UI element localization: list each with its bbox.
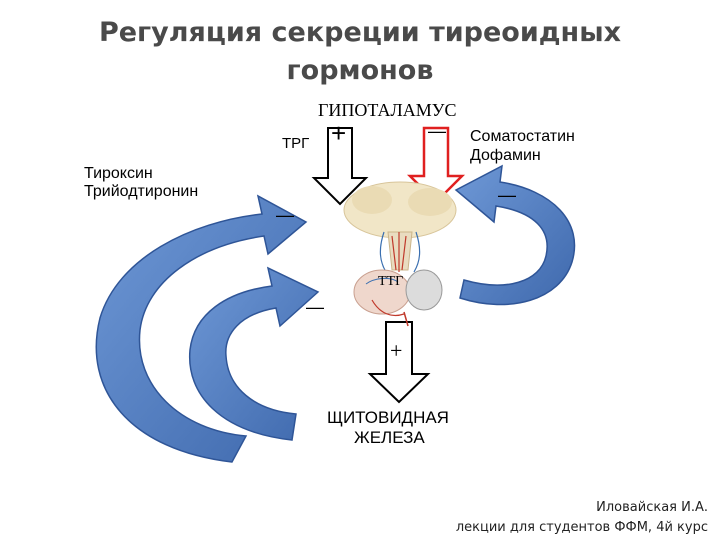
hypothalamus-label: ГИПОТАЛАМУС: [318, 100, 457, 120]
somatostatin-label: Соматостатин: [470, 128, 575, 145]
trg-label: ТРГ: [282, 135, 310, 152]
hypothalamus-minus-sign: —: [428, 121, 446, 141]
lower-left-minus-sign: —: [306, 297, 324, 317]
triiodothyronine-label: Трийодтиронин: [84, 183, 199, 200]
upper-left-minus-sign: —: [276, 205, 294, 225]
ttg-label: ТТГ: [378, 274, 404, 289]
lecture-credit: лекции для студентов ФФМ, 4й курс: [455, 520, 708, 535]
thyroid-label-line-1: ЩИТОВИДНАЯ: [327, 408, 449, 427]
title-line-2: гормонов: [286, 55, 434, 86]
thyroxine-label: Тироксин: [84, 165, 153, 182]
ttg-down-arrow: [367, 321, 431, 404]
slide-title: Регуляция секреции тиреоидных гормонов: [0, 14, 720, 90]
trg-down-arrow: [311, 127, 369, 206]
author-credit: Иловайская И.А.: [596, 500, 708, 515]
right-minus-sign: —: [498, 185, 516, 205]
feedback-arrow-right: [454, 164, 576, 306]
thyroid-label-line-2: ЖЕЛЕЗА: [354, 428, 425, 447]
trg-plus-sign: +: [331, 118, 347, 148]
pituitary-illustration: [343, 181, 457, 327]
inhibitory-red-arrow: [406, 126, 466, 204]
feedback-arrow-inner: [189, 266, 320, 441]
dopamine-label: Дофамин: [470, 147, 541, 164]
feedback-arrow-outer: [95, 194, 308, 463]
title-line-1: Регуляция секреции тиреоидных: [98, 17, 622, 48]
ttg-plus-sign: +: [390, 338, 403, 363]
